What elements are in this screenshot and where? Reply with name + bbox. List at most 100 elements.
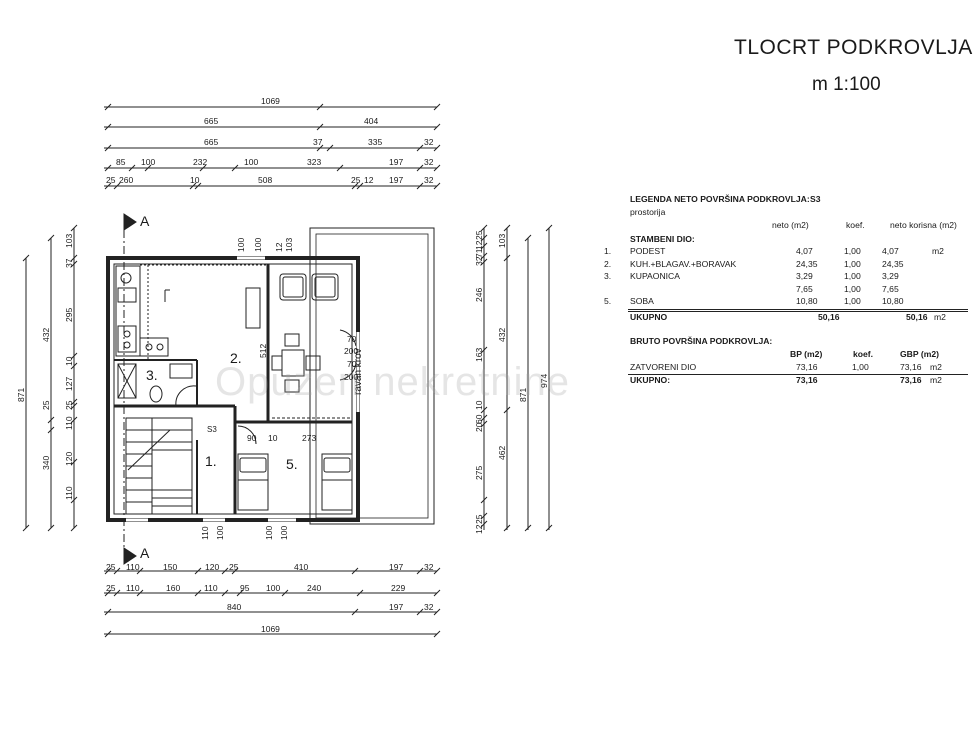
legend-row-name: KUH.+BLAGAV.+BORAVAK	[630, 258, 737, 269]
dimension-label: 273	[302, 433, 317, 443]
col-neto: neto (m2)	[772, 220, 809, 230]
dimension-label: 410	[294, 562, 309, 572]
col-koef: koef.	[846, 220, 865, 230]
dimension-label: 100	[244, 157, 259, 167]
legend-row-korisna: 7,65	[882, 283, 899, 294]
stair-code: S3	[207, 425, 217, 434]
bathroom-fixtures	[117, 363, 197, 407]
dimension-label: 512	[258, 343, 268, 358]
living-furniture	[271, 273, 357, 419]
dimension-label: 32	[474, 256, 484, 266]
dimension-label: 246	[474, 287, 484, 302]
dimension-label: 25	[106, 175, 116, 185]
dimension-label: 100	[236, 237, 246, 252]
beds	[237, 425, 353, 511]
total-unit: m2	[934, 312, 946, 322]
legend-heading-code: S3	[810, 194, 821, 204]
dimension-label: 232	[193, 157, 208, 167]
dimension-label: 110	[200, 526, 210, 540]
section-letter-bottom: A	[140, 545, 150, 561]
dimension-label: 229	[391, 583, 406, 593]
dimension-label: 110	[64, 416, 74, 430]
dimension-label: 25	[106, 562, 116, 572]
dimension-label: 335	[368, 137, 383, 147]
kitchen-counter	[115, 264, 268, 360]
staircase	[125, 417, 193, 515]
legend-row-unit: m2	[932, 246, 944, 256]
dimension-label: 110	[126, 562, 140, 572]
dimension-label: 100	[266, 583, 281, 593]
dimension-label: 103	[64, 233, 74, 248]
exterior-wall-inner	[113, 263, 353, 515]
legend-row-num: 3.	[604, 271, 612, 281]
bruto-total-gbp: 73,16	[900, 375, 922, 385]
bruto-total-bp: 73,16	[796, 375, 818, 385]
legend-row-korisna: 24,35	[882, 258, 904, 269]
dimension-label: 462	[497, 445, 507, 460]
dimension-label: 95	[240, 583, 250, 593]
col-bp: BP (m2)	[790, 349, 823, 359]
dimension-label: 871	[16, 387, 26, 402]
dimension-label: 25	[106, 583, 116, 593]
legend-row-neto: 7,65	[796, 283, 813, 294]
dimension-label: 32	[424, 137, 434, 147]
section-letter-top: A	[140, 213, 150, 229]
legend-row-korisna: 3,29	[882, 271, 899, 281]
dimension-label: 32	[424, 157, 434, 167]
dimension-label: 432	[497, 327, 507, 342]
legend-row-name: KUPAONICA	[630, 271, 680, 281]
section-marker	[123, 213, 137, 565]
flat-roof-outline	[309, 227, 435, 525]
dimension-label: 160	[166, 583, 181, 593]
dimension-label: 10	[64, 356, 74, 366]
dimension-label: 275	[474, 465, 484, 480]
dimension-label: 12	[364, 175, 374, 185]
dimension-label: 120	[205, 562, 220, 572]
bruto-row-unit: m2	[930, 362, 942, 372]
legend-row-koef: 1,00	[844, 271, 861, 281]
dimension-label: 10	[190, 175, 200, 185]
legend-row-neto: 24,35	[796, 258, 818, 269]
bruto-row-bp: 73,16	[796, 362, 818, 372]
dimension-label: 100	[253, 237, 263, 252]
legend-row-neto: 4,07	[796, 246, 813, 256]
legend-group: STAMBENI DIO:	[630, 234, 695, 244]
dimension-label: 1069	[261, 624, 280, 634]
legend-row-num: 5.	[604, 296, 612, 306]
dimension-label: 100	[141, 157, 156, 167]
watermark: Opuzen nekretnine	[215, 360, 571, 404]
col-gbp: GBP (m2)	[900, 349, 939, 359]
legend-row-korisna: 10,80	[882, 296, 904, 306]
dimension-label: 12	[474, 524, 484, 534]
dimension-label: 12	[274, 242, 284, 252]
dimension-label: 665	[204, 137, 219, 147]
dimension-label: 25	[229, 562, 239, 572]
dimension-label: 32	[424, 562, 434, 572]
dimension-label: 840	[227, 602, 242, 612]
bruto-row-gbp: 73,16	[900, 362, 922, 372]
dimension-label: 10	[268, 433, 278, 443]
dimension-label: 25	[474, 514, 484, 524]
dimension-label: 110	[64, 486, 74, 500]
dimension-label: 260	[119, 175, 134, 185]
dimension-label: 103	[497, 233, 507, 248]
dimension-label: 37	[313, 137, 323, 147]
dimension-label: 110	[126, 583, 140, 593]
legend-row-name: SOBA	[630, 296, 654, 306]
dimension-label: 25	[351, 175, 361, 185]
dimension-label: 197	[389, 562, 404, 572]
dimension-label: 20	[474, 422, 484, 432]
room-label-3: 3.	[146, 367, 158, 383]
dimension-label: 197	[389, 602, 404, 612]
dimension-label: 1069	[261, 96, 280, 106]
legend-row-koef: 1,00	[844, 296, 861, 306]
legend-row-korisna: 4,07	[882, 246, 899, 256]
room-label-1: 1.	[205, 453, 217, 469]
dimension-label: 150	[163, 562, 178, 572]
total-label: UKUPNO	[630, 312, 668, 322]
dimension-label: 103	[284, 237, 294, 252]
dimension-label: 70	[347, 359, 357, 369]
